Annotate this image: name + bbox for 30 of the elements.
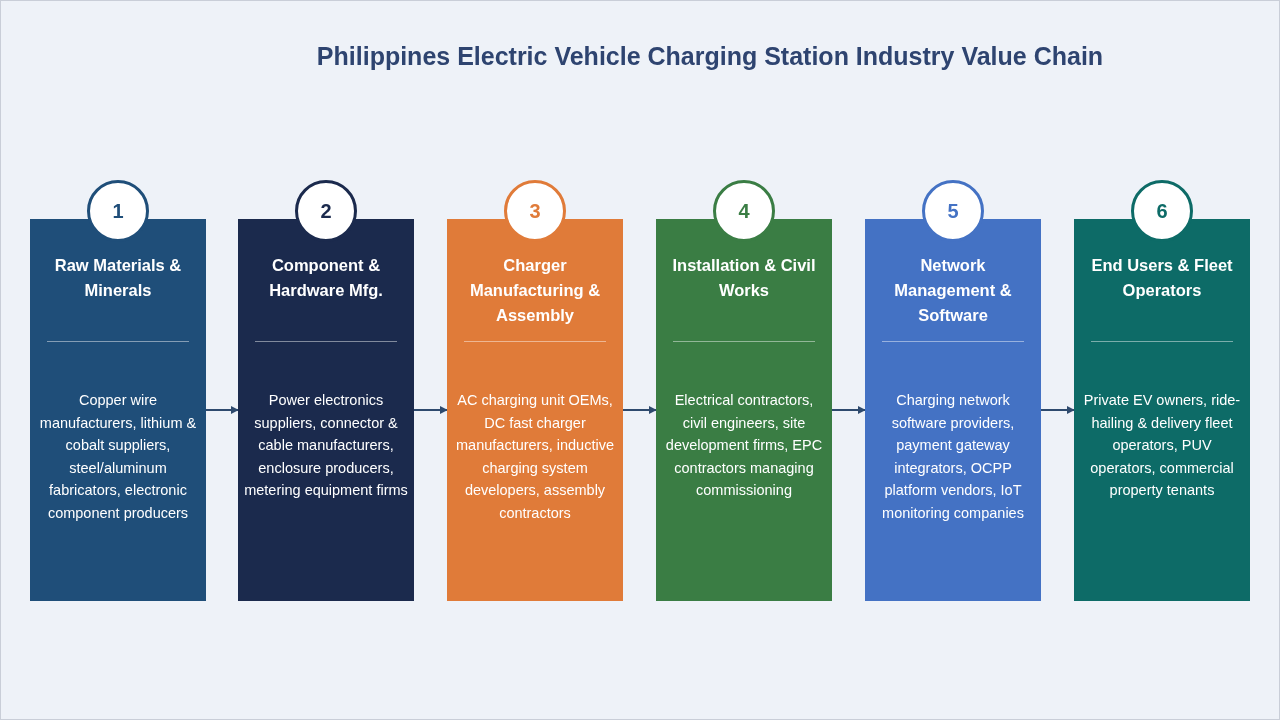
step-number-circle: 5 <box>922 180 984 242</box>
stage-heading: Component & Hardware Mfg. <box>268 255 384 301</box>
step-number-circle: 4 <box>713 180 775 242</box>
stage-heading: Raw Materials & Minerals <box>53 255 183 301</box>
diagram-title: Philippines Electric Vehicle Charging Station Industry Value Chain <box>315 42 1105 71</box>
stage-box <box>1074 219 1250 601</box>
stage-box <box>656 219 832 601</box>
stage-heading: Installation & Civil Works <box>671 255 817 301</box>
stage-heading: Charger Manufacturing & Assembly <box>468 255 602 326</box>
stage-description: Charging network software providers, payment gateway integrators, OCPP platform vendors, IoT monitoring companies <box>881 391 1025 523</box>
arrow <box>413 406 448 414</box>
stage-description: Electrical contractors, civil engineers, site development firms, EPC contractors managing commissioning <box>664 391 824 500</box>
stage-box <box>30 219 206 601</box>
stage-box <box>447 219 623 601</box>
arrow <box>1040 406 1075 414</box>
arrow <box>831 406 866 414</box>
step-number-circle: 2 <box>295 180 357 242</box>
step-number-circle: 6 <box>1131 180 1193 242</box>
stage-description: AC charging unit OEMs, DC fast charger manufacturers, inductive charging system developers, assembly contractors <box>455 391 615 523</box>
stage-description: Power electronics suppliers, connector & cable manufacturers, enclosure producers, metering equipment firms <box>243 391 409 500</box>
step-number-circle: 3 <box>504 180 566 242</box>
stage-box <box>238 219 414 601</box>
stage-heading: End Users & Fleet Operators <box>1090 255 1234 301</box>
arrow <box>205 406 239 414</box>
step-number-circle: 1 <box>87 180 149 242</box>
stage-box <box>865 219 1041 601</box>
stage-heading: Network Management & Software <box>893 255 1013 326</box>
arrow <box>622 406 657 414</box>
stage-description: Copper wire manufacturers, lithium & cobalt suppliers, steel/aluminum fabricators, electronic component producers <box>38 391 198 523</box>
stage-description: Private EV owners, ride-hailing & delivery fleet operators, PUV operators, commercial property tenants <box>1082 391 1242 500</box>
